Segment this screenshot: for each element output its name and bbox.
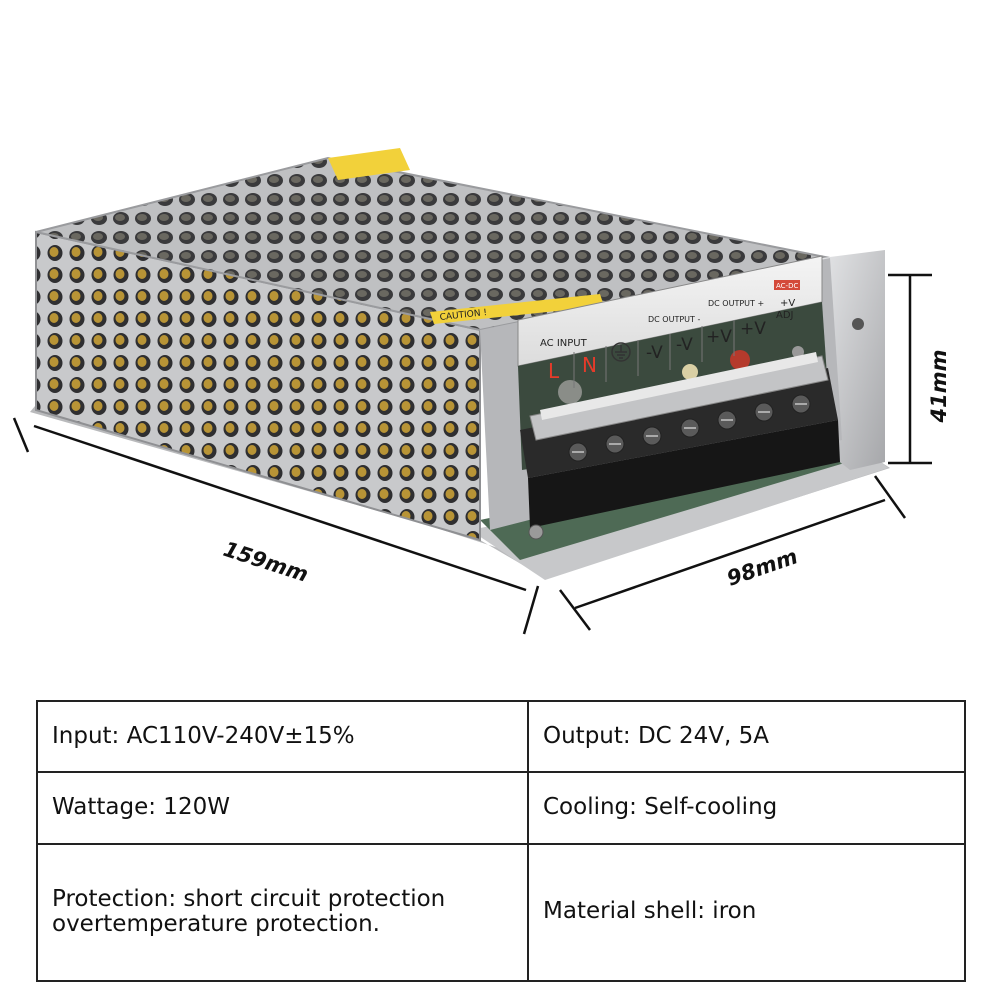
mounting-screw: [528, 524, 544, 540]
spec-cooling: Cooling: Self-cooling: [527, 771, 966, 845]
dimension-height-label: 41mm: [927, 350, 951, 424]
spec-row: Wattage: 120W Cooling: Self-cooling: [36, 771, 966, 845]
svg-text:CAUTION !: CAUTION !: [439, 308, 487, 323]
svg-text:-V: -V: [646, 343, 663, 363]
live-label: L: [548, 359, 560, 383]
spec-table: Input: AC110V-240V±15% Output: DC 24V, 5…: [36, 699, 966, 983]
svg-text:+V: +V: [740, 319, 766, 339]
spec-row: Protection: short circuit protection ove…: [36, 842, 966, 983]
spec-wattage: Wattage: 120W: [36, 771, 529, 845]
svg-text:ADJ: ADJ: [776, 310, 794, 321]
svg-text:AC-DC: AC-DC: [776, 282, 798, 290]
dimension-height: [888, 273, 932, 465]
dimension-length-label: 159mm: [220, 537, 311, 587]
product-figure: CAUTION ! AC INPUT DC OUTPUT - DC OUTPUT…: [12, 148, 951, 635]
spec-row: Input: AC110V-240V±15% Output: DC 24V, 5…: [36, 699, 966, 774]
spec-protection: Protection: short circuit protection ove…: [36, 842, 529, 983]
dimension-width: [559, 475, 907, 631]
spec-output: Output: DC 24V, 5A: [527, 699, 966, 774]
svg-text:DC OUTPUT -: DC OUTPUT -: [648, 315, 700, 324]
svg-text:-V: -V: [676, 335, 693, 355]
svg-text:AC INPUT: AC INPUT: [540, 338, 588, 349]
terminal-label-plate: AC INPUT DC OUTPUT - DC OUTPUT + AC-DC +…: [540, 280, 800, 388]
ground-symbol-icon: [611, 342, 631, 362]
svg-text:+V: +V: [780, 298, 795, 309]
dimension-length: [12, 417, 540, 635]
spec-input: Input: AC110V-240V±15%: [36, 699, 529, 774]
svg-text:DC OUTPUT +: DC OUTPUT +: [708, 299, 764, 308]
caution-sticker: CAUTION !: [430, 294, 604, 324]
ac-dc-badge: [774, 280, 800, 290]
svg-text:+V: +V: [706, 327, 732, 347]
screw-terminal-block: [520, 352, 840, 540]
warning-sticker-top: [328, 148, 410, 180]
spec-material: Material shell: iron: [527, 842, 966, 983]
neutral-label: N: [582, 353, 597, 377]
